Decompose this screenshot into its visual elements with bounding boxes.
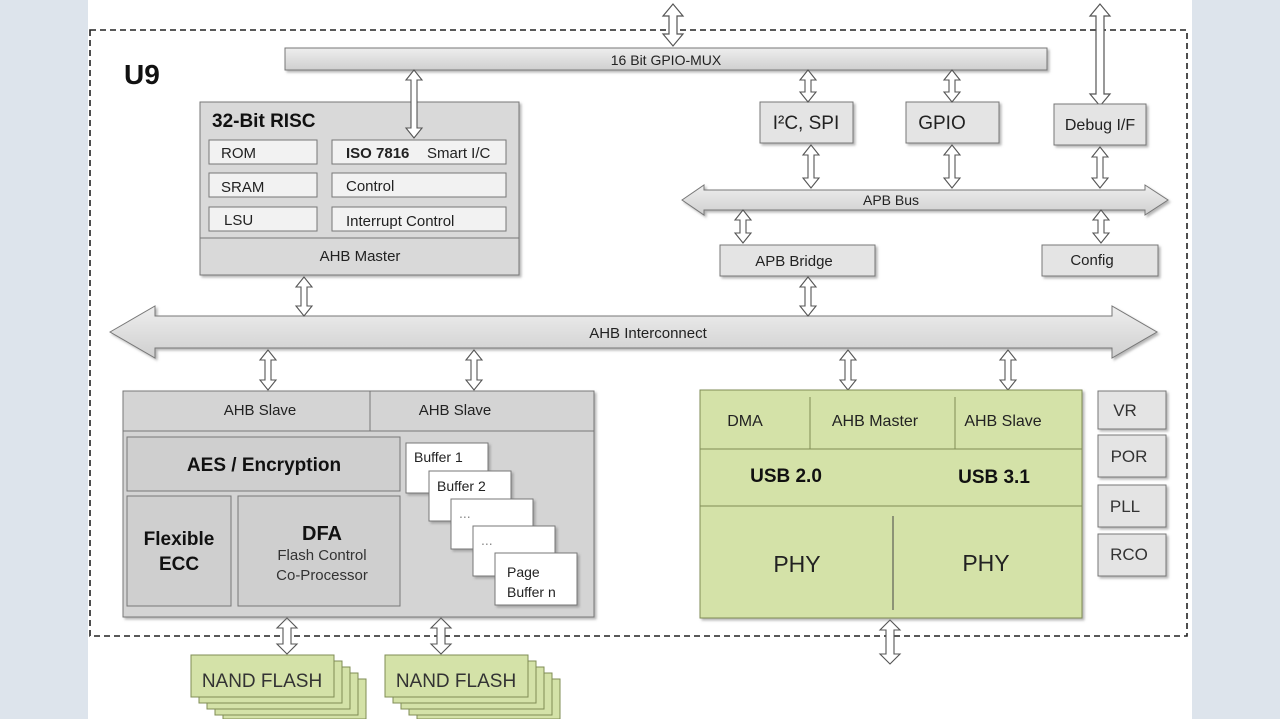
ahb-interconnect-label: AHB Interconnect [589, 325, 707, 342]
nand1-front [190, 654, 335, 698]
arrow-apb-config [1091, 209, 1111, 244]
iso-label-bold: ISO 7816 [346, 145, 409, 162]
dfa-box [237, 495, 401, 607]
arrow-i2c-apb [801, 144, 821, 189]
iso-label-rest: Smart I/C [427, 145, 491, 162]
aes-box [126, 436, 401, 492]
nand2-front [384, 654, 529, 698]
buffer4-dots: ... [481, 532, 493, 548]
arrow-ext-debug [1088, 3, 1112, 107]
pll-label: PLL [1110, 497, 1140, 516]
arrow-debug-apb [1090, 146, 1110, 189]
arrow-bridge-ahb [798, 276, 818, 317]
lsu-label: LSU [224, 212, 253, 229]
rco-box [1097, 533, 1167, 577]
i2c-spi-box [759, 101, 854, 144]
sram-box [208, 172, 318, 198]
usb-block [699, 389, 1083, 619]
ecc-line2: ECC [159, 554, 199, 575]
por-box [1097, 434, 1167, 478]
debug-label: Debug I/F [1065, 117, 1135, 134]
rco-label: RCO [1110, 545, 1148, 564]
debug-box [1053, 103, 1147, 146]
gpio-box [905, 101, 1000, 144]
ecc-line1: Flexible [144, 529, 215, 550]
dfa-title: DFA [302, 523, 342, 545]
phy1-label: PHY [773, 551, 820, 577]
dfa-line1: Flash Control [277, 547, 366, 564]
flash-ahb-slave1: AHB Slave [224, 402, 297, 419]
arrow-mux-i2c [798, 69, 818, 103]
usb3-label: USB 3.1 [958, 467, 1030, 488]
page-buffer-line2: Buffer n [507, 584, 556, 600]
buffer3-dots: ... [459, 505, 471, 521]
chip-label: U9 [124, 59, 160, 90]
risc-ahb-master-label: AHB Master [320, 248, 401, 265]
right-margin [1192, 0, 1280, 719]
pll-box [1097, 484, 1167, 528]
gpio-label: GPIO [918, 113, 966, 134]
apb-bus-label: APB Bus [863, 192, 919, 208]
arrow-ahb-usb-slave [998, 349, 1018, 391]
page-buffer-line1: Page [507, 564, 540, 580]
arrow-usb-ext [878, 619, 902, 665]
interrupt-box [331, 206, 507, 232]
arrow-gpio-apb [942, 144, 962, 189]
apb-bridge-label: APB Bridge [755, 253, 833, 270]
vr-label: VR [1113, 401, 1137, 420]
usb-dma-label: DMA [727, 413, 763, 430]
arrow-ahb-usb-master [838, 349, 858, 391]
arrow-risc-ahb [294, 276, 314, 317]
arrow-ext-gpio [661, 3, 685, 47]
gpio-mux-label: 16 Bit GPIO-MUX [611, 52, 722, 68]
rom-box [208, 139, 318, 165]
por-label: POR [1111, 447, 1148, 466]
interrupt-label: Interrupt Control [346, 213, 454, 230]
sram-label: SRAM [221, 179, 264, 196]
aes-label: AES / Encryption [187, 455, 341, 476]
page-buffer-box [494, 552, 578, 606]
arrow-nand1 [275, 617, 299, 655]
arrow-apb-bridge [733, 209, 753, 244]
nand1-label: NAND FLASH [202, 671, 322, 692]
i2c-spi-label: I²C, SPI [773, 113, 840, 134]
ecc-box [126, 495, 232, 607]
buffer1-label: Buffer 1 [414, 449, 463, 465]
chip-boundary [89, 29, 1188, 637]
config-label: Config [1070, 252, 1113, 269]
iso-box [331, 139, 507, 165]
arrow-mux-iso [404, 69, 424, 139]
arrow-mux-gpio [942, 69, 962, 103]
risc-title: 32-Bit RISC [212, 111, 316, 132]
usb-ahb-master-label: AHB Master [832, 413, 919, 430]
usb2-label: USB 2.0 [750, 466, 822, 487]
control-label: Control [346, 178, 394, 195]
apb-bus [681, 184, 1169, 216]
vr-box [1097, 390, 1167, 430]
config-box [1041, 244, 1159, 277]
phy2-label: PHY [962, 550, 1009, 576]
apb-bridge-box [719, 244, 876, 277]
lsu-box [208, 206, 318, 232]
arrow-ahb-slave1 [258, 349, 278, 391]
arrow-nand2 [429, 617, 453, 655]
arrow-ahb-slave2 [464, 349, 484, 391]
buffer2-label: Buffer 2 [437, 478, 486, 494]
flash-ahb-slave2: AHB Slave [419, 402, 492, 419]
left-margin [0, 0, 88, 719]
gpio-mux-bar [284, 47, 1048, 71]
ahb-interconnect [109, 305, 1158, 359]
control-box [331, 172, 507, 198]
dfa-line2: Co-Processor [276, 567, 368, 584]
usb-ahb-slave-label: AHB Slave [964, 413, 1041, 430]
nand2-label: NAND FLASH [396, 671, 516, 692]
rom-label: ROM [221, 145, 256, 162]
